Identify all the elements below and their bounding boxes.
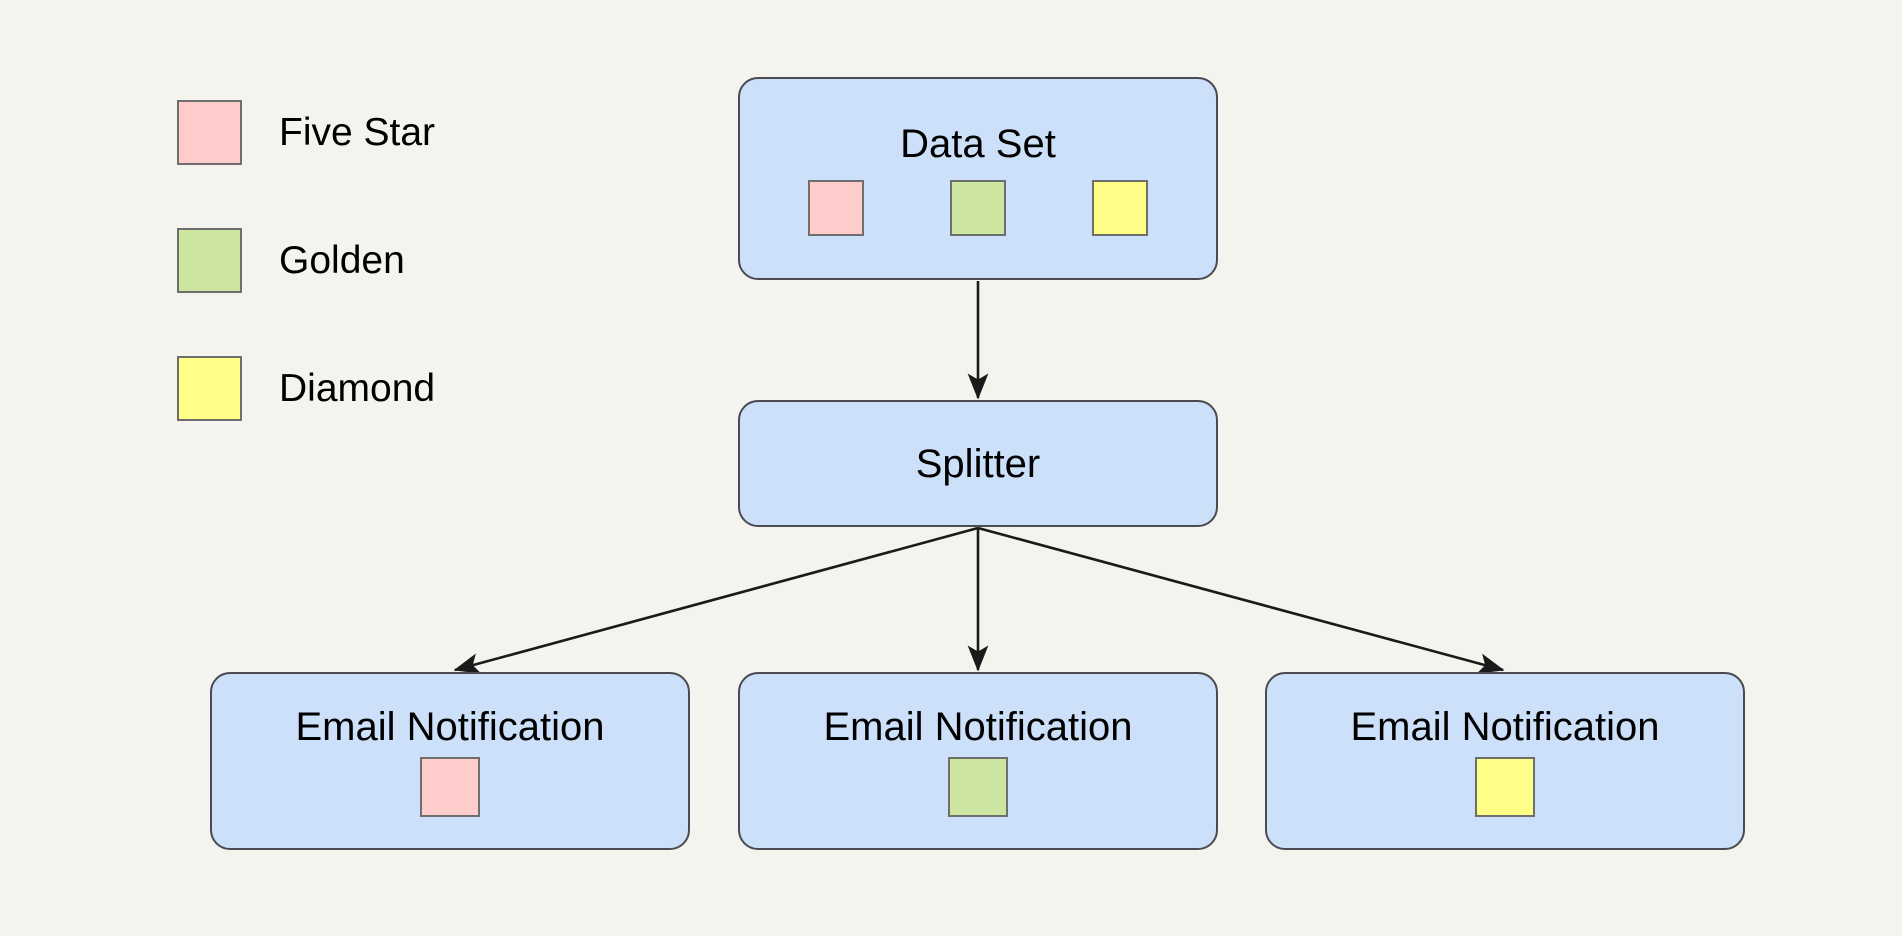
node-email-swatches — [1475, 757, 1535, 817]
edge-splitter-to-email-3 — [977, 526, 1505, 674]
legend-label-golden: Golden — [279, 239, 405, 282]
node-data-set-swatches — [808, 179, 1148, 236]
golden-swatch-icon — [177, 228, 242, 293]
node-splitter[interactable]: Splitter — [738, 400, 1218, 527]
golden-swatch-icon — [948, 757, 1008, 817]
golden-swatch-icon — [950, 179, 1006, 236]
five-star-swatch-icon — [420, 757, 480, 817]
node-email-swatches — [948, 757, 1008, 817]
diamond-swatch-icon — [1092, 179, 1148, 236]
node-email-notification-label: Email Notification — [1350, 705, 1660, 749]
node-splitter-label: Splitter — [915, 441, 1041, 486]
node-email-notification-golden[interactable]: Email Notification — [738, 672, 1218, 850]
five-star-swatch-icon — [177, 100, 242, 165]
legend-label-five-star: Five Star — [279, 111, 436, 154]
legend-label-diamond: Diamond — [279, 367, 436, 410]
edge-splitter-to-email-1 — [453, 526, 979, 674]
diamond-swatch-icon — [177, 356, 242, 421]
node-email-notification-five-star[interactable]: Email Notification — [210, 672, 690, 850]
five-star-swatch-icon — [808, 179, 864, 236]
node-email-notification-label: Email Notification — [295, 705, 605, 749]
node-email-swatches — [420, 757, 480, 817]
node-data-set[interactable]: Data Set — [738, 77, 1218, 280]
diamond-swatch-icon — [1475, 757, 1535, 817]
node-email-notification-diamond[interactable]: Email Notification — [1265, 672, 1745, 850]
node-email-notification-label: Email Notification — [823, 705, 1133, 749]
node-data-set-label: Data Set — [900, 121, 1056, 166]
